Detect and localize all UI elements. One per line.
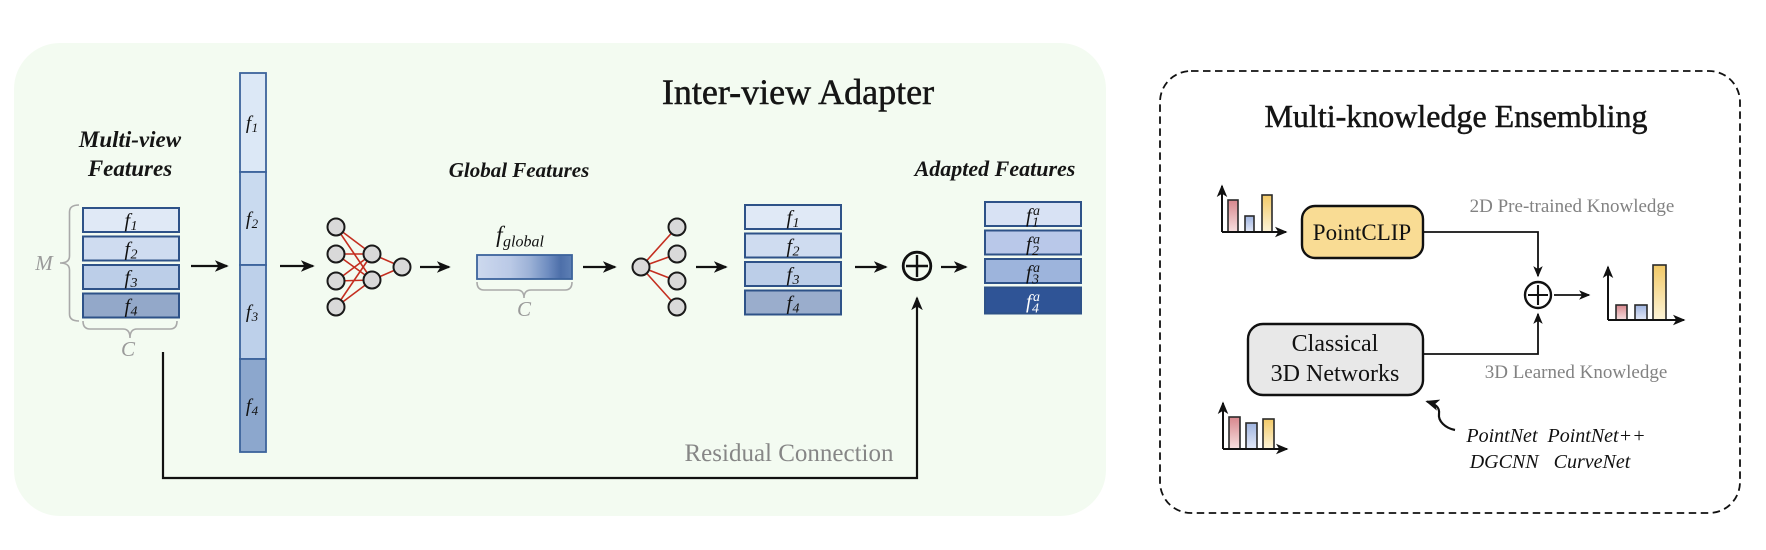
svg-text:Adapted Features: Adapted Features (913, 156, 1076, 181)
svg-text:C: C (517, 297, 532, 321)
svg-text:f1: f1 (786, 207, 799, 231)
svg-text:f3: f3 (124, 267, 137, 291)
svg-text:fa1: fa1 (1026, 204, 1040, 231)
svg-text:fa3: fa3 (1026, 261, 1040, 288)
svg-text:M: M (34, 251, 54, 275)
svg-text:PointCLIP: PointCLIP (1313, 220, 1411, 245)
svg-text:C: C (121, 337, 136, 361)
svg-text:fa4: fa4 (1026, 290, 1040, 317)
svg-text:2D Pre-trained Knowledge: 2D Pre-trained Knowledge (1470, 196, 1675, 217)
svg-text:Features: Features (87, 156, 172, 181)
svg-text:Inter-view Adapter: Inter-view Adapter (662, 72, 934, 112)
svg-text:f2: f2 (246, 209, 259, 231)
svg-text:Global Features: Global Features (449, 158, 590, 182)
svg-text:f4: f4 (246, 396, 259, 418)
svg-text:PointNet PointNet++: PointNet PointNet++ (1465, 425, 1645, 447)
svg-text:Residual Connection: Residual Connection (685, 440, 894, 467)
svg-text:DGCNN CurveNet: DGCNN CurveNet (1469, 451, 1631, 473)
svg-text:f2: f2 (124, 239, 137, 263)
svg-text:Classical: Classical (1292, 331, 1379, 357)
svg-text:f3: f3 (246, 302, 259, 324)
svg-text:3D Networks: 3D Networks (1271, 361, 1400, 387)
svg-text:fglobal: fglobal (496, 222, 544, 251)
svg-text:f4: f4 (786, 293, 799, 317)
svg-text:f3: f3 (786, 264, 799, 288)
svg-text:f4: f4 (124, 296, 137, 320)
svg-text:Multi-knowledge Ensembling: Multi-knowledge Ensembling (1264, 98, 1647, 134)
svg-text:fa2: fa2 (1026, 233, 1040, 260)
svg-text:f2: f2 (786, 236, 799, 260)
svg-text:Multi-view: Multi-view (78, 127, 182, 152)
svg-text:3D Learned Knowledge: 3D Learned Knowledge (1485, 362, 1668, 383)
svg-text:f1: f1 (124, 210, 137, 234)
svg-text:f1: f1 (246, 113, 258, 135)
